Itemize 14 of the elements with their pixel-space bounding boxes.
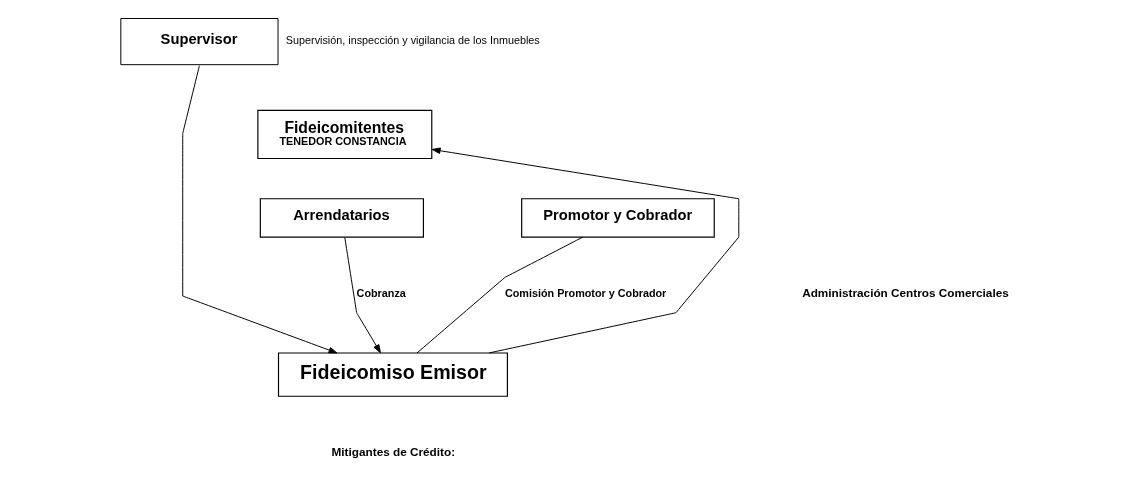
edge-label: Comisión Promotor y Cobrador [504,286,666,299]
node-label: Supervisión, inspección y vigilancia de los Inmuebles [285,34,540,47]
node-box: Fideicomitentes TENEDOR CONSTANCIA [256,109,432,160]
node-box: Fideicomiso Emisor [277,352,508,397]
node-box: Promotor y Cobrador [520,198,715,238]
arrow [343,236,381,354]
label: Administración Centros Comerciales [801,286,1009,300]
edge-label: Cobranza [356,286,406,299]
label: Mitigantes de Crédito: [331,445,455,459]
arrow [431,147,739,354]
connector [416,236,583,354]
node-box: Supervisor [119,18,278,66]
arrow [181,65,337,354]
node-box: Arrendatarios [259,198,424,238]
